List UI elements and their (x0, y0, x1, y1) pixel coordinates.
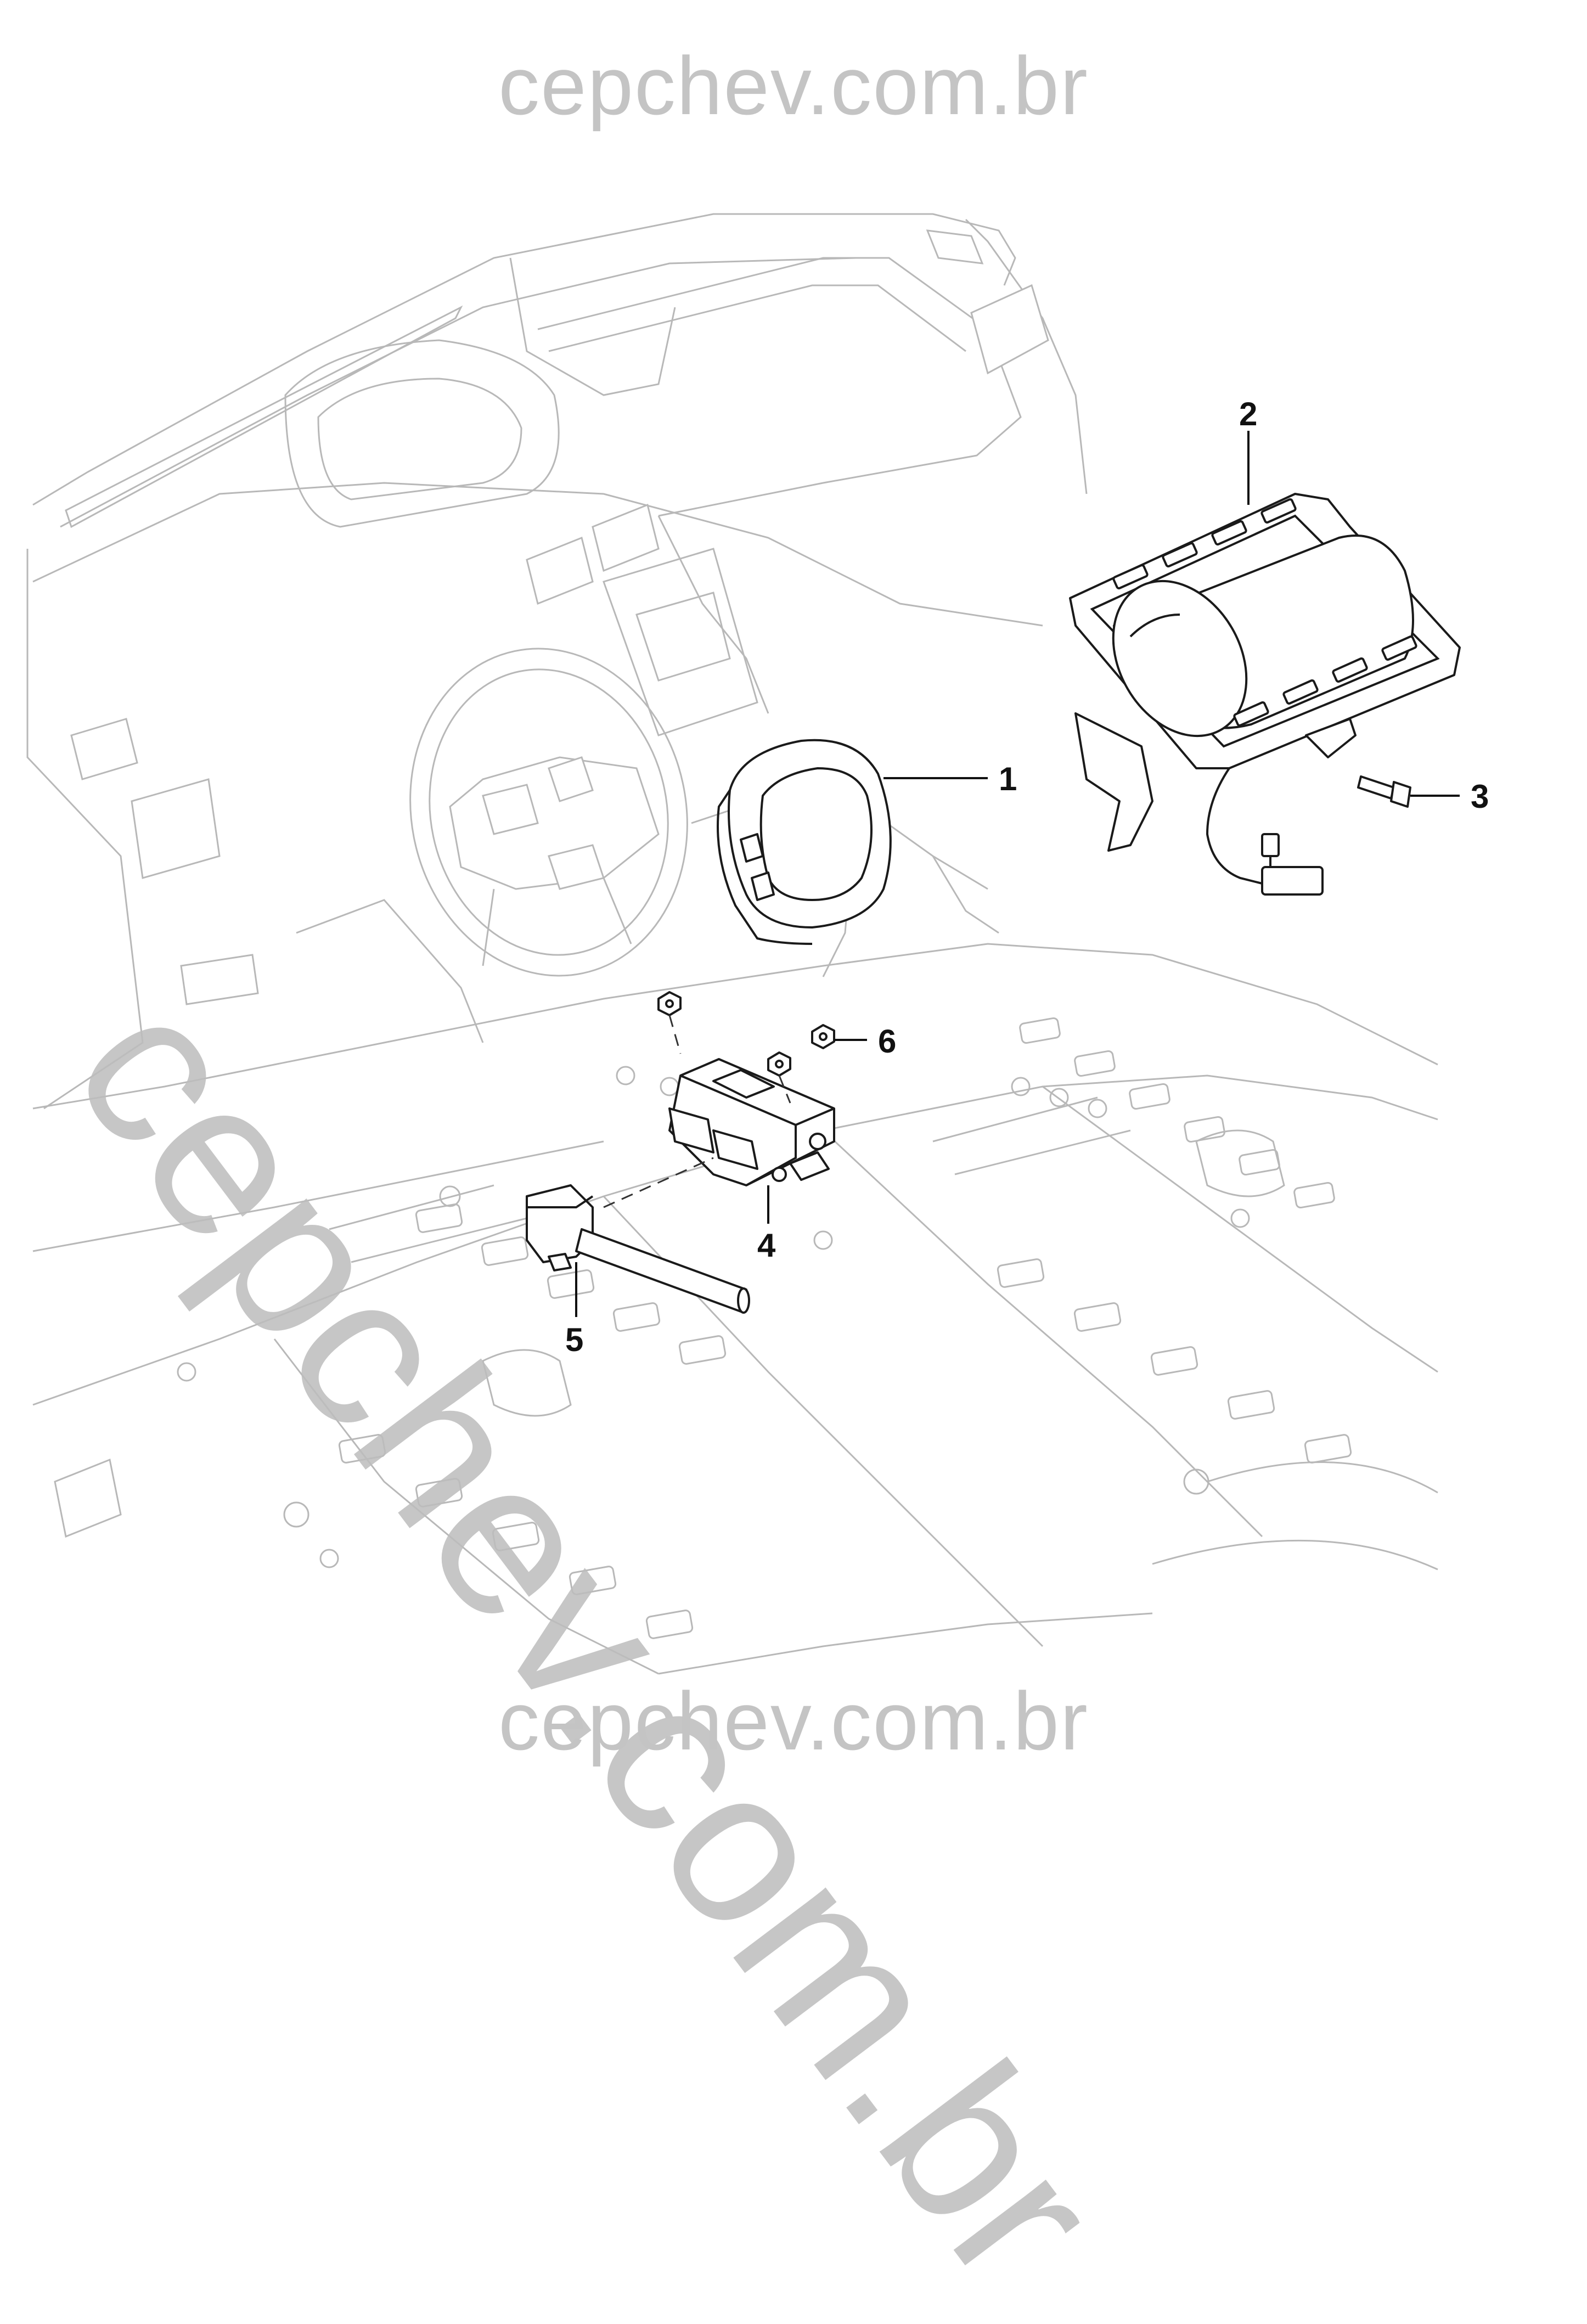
callout-2: 2 (1239, 396, 1257, 432)
part-4-control-module (668, 1058, 835, 1186)
watermark-top: cepchev.com.br (498, 40, 1089, 132)
assembly-line-connector (603, 1157, 714, 1208)
callout-4: 4 (757, 1227, 776, 1264)
floor-pan-outline (32, 943, 1438, 1675)
part-2-passenger-airbag (1069, 493, 1461, 896)
callout-1: 1 (999, 761, 1017, 797)
part-3-bolt (1357, 775, 1411, 808)
callout-3: 3 (1471, 778, 1489, 815)
watermark-bottom: cepchev.com.br (498, 1675, 1089, 1767)
diagram-canvas: cepchev.com.br (26, 40, 1489, 2324)
callout-5: 5 (565, 1321, 583, 1358)
parts-diagram: 1 2 3 4 5 6 (26, 213, 1489, 1675)
dashboard-outline (26, 213, 1088, 1110)
part-1-driver-airbag (717, 739, 892, 945)
assembly-line-nut-b (778, 1075, 791, 1104)
callout-6: 6 (878, 1023, 896, 1060)
part-5-harness-connector (526, 1184, 750, 1314)
assembly-line-nut-a (668, 1015, 682, 1054)
part-6-nuts (657, 991, 835, 1077)
